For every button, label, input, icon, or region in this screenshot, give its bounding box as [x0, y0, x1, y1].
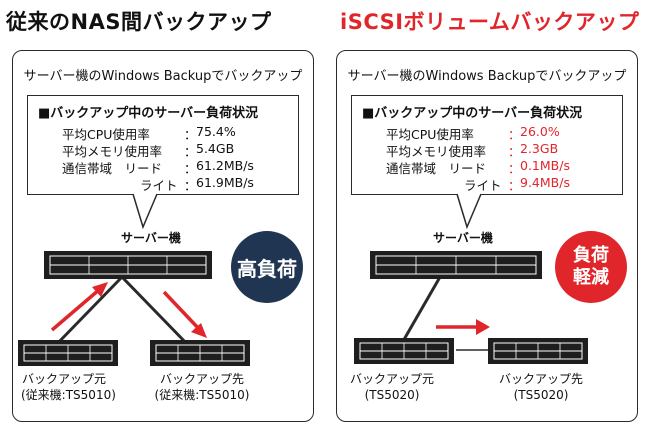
right-server-label: サーバー機 — [433, 231, 493, 245]
right-bubble-title: ■バックアップ中のサーバー負荷状況 — [362, 106, 583, 121]
left-memory-label: 平均メモリ使用率 — [62, 144, 163, 159]
left-source-name: バックアップ元 — [21, 372, 106, 386]
left-dest-label: バックアップ先 (従来機:TS5010) — [149, 371, 255, 403]
right-load-reduced-badge: 負荷 軽減 — [555, 231, 627, 303]
right-link-source — [400, 276, 442, 344]
colon: ： — [184, 127, 197, 142]
left-arrow-up — [50, 282, 108, 332]
left-write-value: 61.9MB/s — [196, 175, 254, 190]
left-dest-name: バックアップ先 — [159, 372, 244, 386]
left-dest-model: (従来機:TS5010) — [154, 388, 250, 402]
left-bubble-tail — [132, 193, 158, 230]
left-source-label: バックアップ元 (従来機:TS5010) — [21, 371, 116, 403]
right-arrow — [436, 319, 490, 335]
left-link-source — [52, 275, 124, 349]
right-write-value: 9.4MB/s — [520, 175, 570, 190]
left-panel: サーバー機のWindows Backupでバックアップ ■バックアップ中のサーバ… — [12, 50, 314, 422]
colon: ： — [508, 144, 521, 159]
right-dest-model: (TS5020) — [513, 388, 569, 402]
colon: ： — [508, 127, 521, 142]
right-bubble-tail — [456, 193, 482, 230]
colon: ： — [508, 178, 521, 193]
left-bubble-title: ■バックアップ中のサーバー負荷状況 — [38, 106, 259, 121]
right-source-device — [353, 337, 455, 365]
left-read-value: 61.2MB/s — [196, 158, 254, 173]
right-title: iSCSIボリュームバックアップ — [340, 10, 640, 34]
colon: ： — [184, 144, 197, 159]
right-panel: サーバー機のWindows Backupでバックアップ ■バックアップ中のサーバ… — [336, 50, 638, 422]
right-memory-value: 2.3GB — [520, 141, 559, 156]
left-cpu-value: 75.4% — [196, 124, 236, 139]
left-source-device — [17, 339, 119, 367]
right-read-label: 通信帯域 リード — [386, 161, 487, 176]
left-dest-device — [149, 339, 251, 367]
right-source-label: バックアップ元 (TS5020) — [347, 371, 437, 403]
left-title: 従来のNAS間バックアップ — [6, 10, 272, 34]
left-read-label: 通信帯域 リード — [62, 161, 163, 176]
left-cpu-label: 平均CPU使用率 — [62, 127, 150, 142]
colon: ： — [508, 161, 521, 176]
right-dest-label: バックアップ先 (TS5020) — [493, 371, 589, 403]
right-row-write: ライト ： 9.4MB/s — [386, 175, 570, 194]
left-server-label: サーバー機 — [121, 231, 181, 245]
right-write-label: ライト — [464, 178, 502, 193]
left-source-model: (従来機:TS5010) — [21, 388, 116, 402]
right-panel-heading: サーバー機のWindows Backupでバックアップ — [347, 69, 627, 84]
right-badge-line1: 負荷 — [573, 245, 609, 266]
right-source-model: (TS5020) — [364, 388, 420, 402]
left-write-label: ライト — [140, 178, 178, 193]
left-link-dest — [120, 275, 192, 349]
left-load-bubble: ■バックアップ中のサーバー負荷状況 平均CPU使用率 ： 75.4% 平均メモリ… — [27, 95, 299, 195]
right-source-name: バックアップ元 — [349, 372, 434, 386]
left-row-write: ライト ： 61.9MB/s — [62, 175, 254, 194]
right-row-read: 通信帯域 リード ： 0.1MB/s — [386, 158, 570, 177]
right-dest-device — [487, 337, 589, 365]
left-row-read: 通信帯域 リード ： 61.2MB/s — [62, 158, 254, 177]
right-cpu-value: 26.0% — [520, 124, 560, 139]
right-cpu-label: 平均CPU使用率 — [386, 127, 474, 142]
right-badge-line2: 軽減 — [573, 267, 609, 288]
right-row-cpu: 平均CPU使用率 ： 26.0% — [386, 124, 560, 143]
left-arrow-down — [162, 290, 207, 338]
left-server-device — [44, 251, 212, 279]
right-load-bubble: ■バックアップ中のサーバー負荷状況 平均CPU使用率 ： 26.0% 平均メモリ… — [351, 95, 623, 195]
left-row-cpu: 平均CPU使用率 ： 75.4% — [62, 124, 236, 143]
left-memory-value: 5.4GB — [196, 141, 235, 156]
right-dest-name: バックアップ先 — [498, 372, 583, 386]
colon: ： — [184, 178, 197, 193]
left-panel-heading: サーバー機のWindows Backupでバックアップ — [23, 69, 303, 84]
right-memory-label: 平均メモリ使用率 — [386, 144, 487, 159]
right-server-device — [370, 251, 542, 279]
left-high-load-badge: 高負荷 — [231, 231, 303, 303]
right-read-value: 0.1MB/s — [520, 158, 570, 173]
right-row-memory: 平均メモリ使用率 ： 2.3GB — [386, 141, 558, 160]
left-row-memory: 平均メモリ使用率 ： 5.4GB — [62, 141, 234, 160]
colon: ： — [184, 161, 197, 176]
